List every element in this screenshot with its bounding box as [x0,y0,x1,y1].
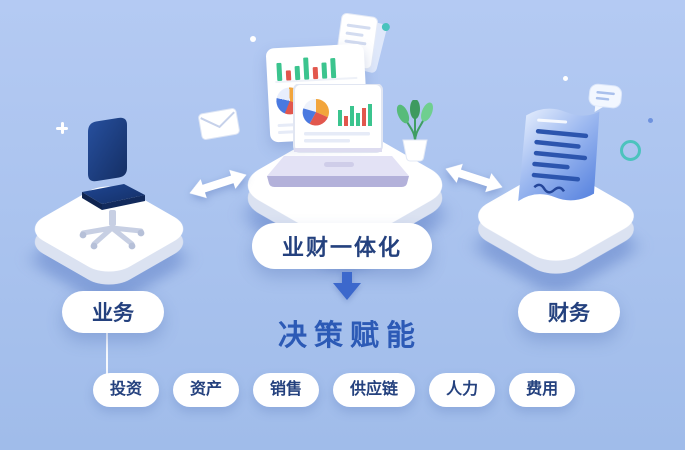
module-assets: 资产 [173,373,240,407]
down-arrow-icon [333,272,361,300]
connector-line [106,333,108,374]
module-expenses: 费用 [509,373,576,407]
module-hr: 人力 [429,373,496,407]
candlestick-chart [274,51,358,84]
plant-icon [396,100,433,162]
plus-decoration-icon [56,122,68,134]
module-supply-chain: 供应链 [333,373,416,407]
candle-bar [321,62,328,79]
dot-decoration [648,118,653,123]
decision-title: 决策赋能 [277,320,422,352]
label-business-text: 业务 [92,302,134,325]
module-investment: 投资 [93,373,160,407]
double-arrow-icon [445,163,503,193]
candle-bar [285,70,292,81]
label-integration: 业财一体化 [252,223,432,269]
double-arrow-icon [189,169,247,199]
label-integration-text: 业财一体化 [281,235,402,260]
module-row: 投资 资产 销售 供应链 人力 费用 [93,373,576,407]
candle-bar [276,62,283,82]
dot-decoration [250,36,256,42]
candle-bar [303,57,310,80]
candle-bar [312,66,319,80]
finance-document-icon [518,108,600,202]
laptop-dashboard-icon [267,84,409,187]
teal-ring-icon [620,140,641,161]
candle-bar [294,65,301,81]
label-finance: 财务 [518,291,620,333]
chat-bubble-icon [588,83,623,112]
dot-decoration [563,76,568,81]
envelope-icon [198,108,240,140]
label-business: 业务 [62,291,164,333]
candle-bar [330,57,337,79]
office-chair-icon [79,117,145,250]
label-finance-text: 财务 [548,302,590,325]
module-sales: 销售 [253,373,320,407]
